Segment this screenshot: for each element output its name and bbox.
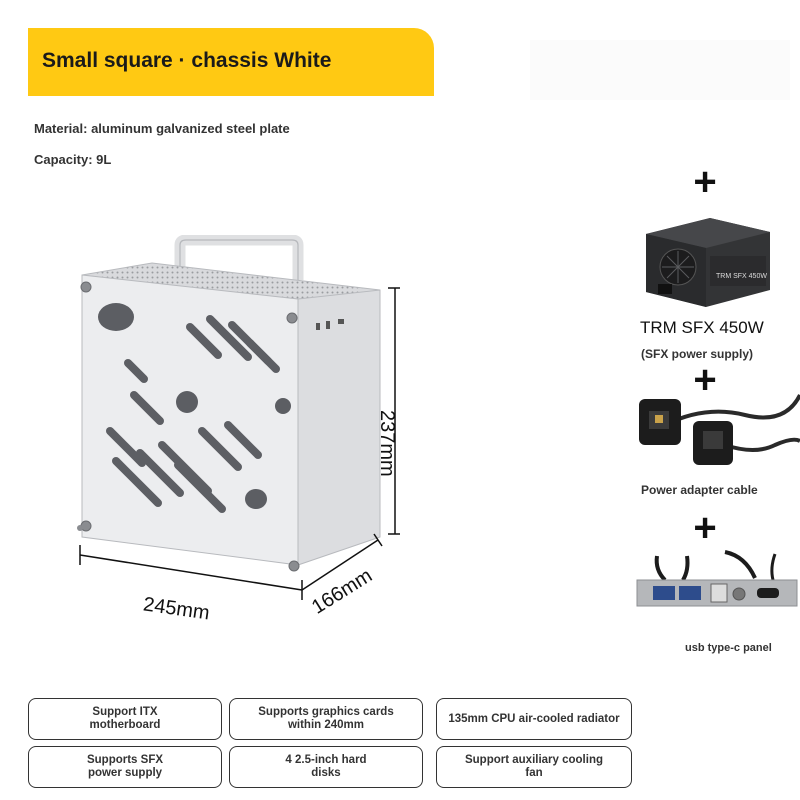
feature-text: power supply (87, 767, 163, 779)
psu-label-text: TRM SFX 450W (716, 273, 767, 280)
plus-icon: + (693, 506, 717, 550)
power-cable-image (639, 394, 800, 465)
plus-icon: + (693, 358, 717, 402)
feature-text: motherboard (89, 719, 161, 731)
dimension-lines (79, 287, 400, 600)
feature-text: fan (525, 767, 543, 779)
usb-panel-image (636, 550, 798, 607)
background-panel (530, 40, 790, 100)
chassis-image (77, 235, 381, 572)
feature-text: Support ITX (92, 706, 158, 718)
feature-text: within 240mm (287, 719, 365, 731)
feature-text: 135mm CPU air-cooled radiator (448, 712, 620, 725)
feature-text: Supports SFX (86, 754, 164, 766)
feature-text: Support auxiliary cooling (464, 754, 604, 766)
plus-icon: + (693, 160, 717, 204)
height-dimension: 237mm (376, 410, 398, 477)
title-banner: Small square · chassis White (28, 28, 434, 96)
feature-text: 4 2.5-inch hard (285, 754, 367, 766)
capacity-spec: Capacity: 9L (34, 152, 112, 167)
psu-name: TRM SFX 450W (640, 318, 764, 337)
power-supply-image: TRM SFX 450W (646, 218, 770, 307)
feature-text: disks (311, 767, 341, 779)
feature-text: Supports graphics cards (258, 706, 394, 718)
cable-label: Power adapter cable (641, 483, 758, 497)
psu-type: (SFX power supply) (641, 347, 754, 361)
product-title: Small square · chassis White (42, 49, 332, 72)
material-spec: Material: aluminum galvanized steel plat… (34, 121, 290, 136)
panel-label: usb type-c panel (685, 642, 772, 654)
feature-cpu-radiator: 135mm CPU air-cooled radiator (436, 698, 632, 740)
